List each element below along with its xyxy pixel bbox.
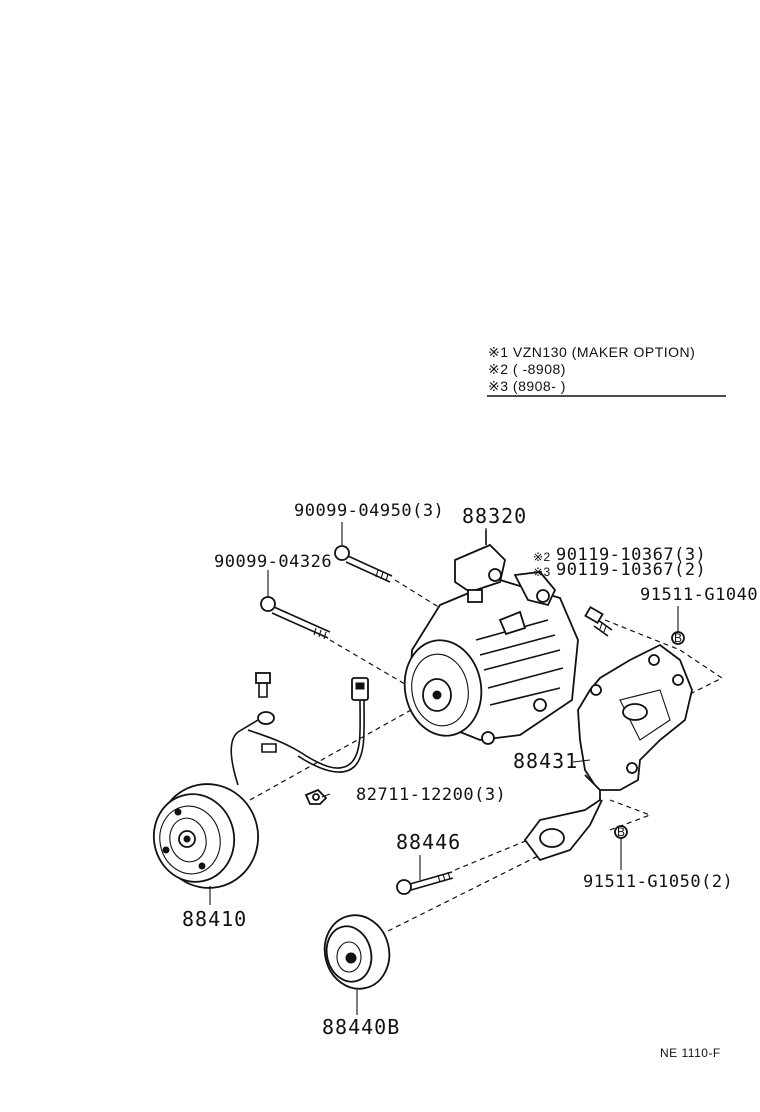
magnetic-clutch-icon [152,783,259,889]
dash-nut-top [604,619,724,695]
idler-pulley-icon [323,914,391,990]
compressor-icon [403,530,579,745]
label-bolt-note3: 90119-10367(2) [556,560,706,580]
clip-icon [304,788,328,805]
notes-legend: ※1 VZN130 (MAKER OPTION) ※2 ( -8908) ※3 … [487,344,726,397]
bracket-icon [523,643,693,862]
dash-bolt-long [394,579,441,609]
bracket-bolt-icon [584,605,613,637]
wire-harness-icon [230,677,369,786]
label-clutch: 88410 [182,907,247,931]
figure-code: NE 1110-F [660,1046,721,1060]
leader-lines [209,522,679,1015]
note-1: ※1 VZN130 (MAKER OPTION) [488,344,695,360]
note-2: ※2 ( -8908) [488,361,566,377]
marker-b-bottom-label: B [617,825,626,839]
dash-clutch [249,704,421,801]
label-note-mark-2: ※2 [533,550,551,564]
dash-nut-bottom [609,799,652,831]
marker-b-top-label: B [674,631,683,645]
part-labels: 90099-04950(3) 88320 90099-04326 ※2 9011… [182,501,758,1060]
marker-b-top: B [671,631,685,645]
marker-b-bottom: B [614,825,628,839]
label-pulley: 88440B [322,1015,400,1039]
label-clip: 82711-12200(3) [356,785,506,805]
bolt-long-icon [334,545,393,583]
label-nut-top: 91511-G1040 [640,585,758,605]
label-bolt-note2: 90119-10367(3) [556,545,706,565]
label-idler-bolt: 88446 [396,830,461,854]
label-compressor: 88320 [462,504,527,528]
label-nut-bottom: 91511-G1050(2) [583,872,733,892]
small-bolt-icon [255,672,271,698]
label-note-mark-3: ※3 [533,565,551,579]
bolt-short-icon [260,596,331,640]
label-bolt-short: 90099-04326 [214,552,332,572]
label-bracket: 88431 [513,749,578,773]
dash-pulley [379,849,551,936]
note-3: ※3 (8908- ) [488,378,566,394]
idler-bolt-icon [396,871,454,895]
dash-bolt-short [329,639,416,691]
label-bolt-long: 90099-04950(3) [294,501,444,521]
